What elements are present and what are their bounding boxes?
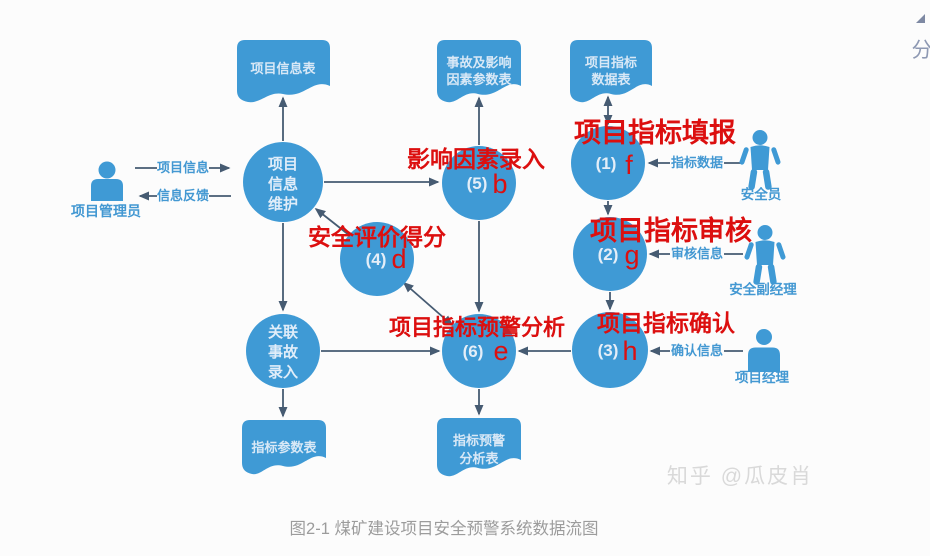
flow-label-confirm-info: 确认信息 <box>671 343 723 358</box>
process-p1-num: (1) <box>596 154 617 173</box>
store-indicator-data-label2: 数据表 <box>591 72 631 87</box>
red-annotations: 影响因素录入 项目指标填报 安全评价得分 项目指标审核 项目指标预警分析 项目指… <box>308 118 752 340</box>
actor-safety-officer-label: 安全员 <box>741 186 782 202</box>
store-accident-factors: 事故及影响 因素参数表 <box>437 40 521 102</box>
actor-project-admin-label: 项目管理员 <box>71 203 141 219</box>
corner-mark: 分 <box>912 39 930 62</box>
store-warning-analysis: 指标预警 分析表 <box>437 418 521 476</box>
store-accident-factors-label2: 因素参数表 <box>446 72 512 87</box>
safety-officer-icon <box>739 130 781 190</box>
process-p5-letter: b <box>492 169 507 199</box>
store-warning-analysis-label1: 指标预警 <box>453 433 505 448</box>
annotation-p1: 项目指标填报 <box>574 118 736 148</box>
store-indicator-params-label: 指标参数表 <box>251 440 317 455</box>
annotation-p4: 安全评价得分 <box>308 224 446 250</box>
flow-label-project-info: 项目信息 <box>157 160 209 175</box>
process-info-maintain-l2: 信息 <box>268 175 298 193</box>
corner-glyph <box>916 14 925 23</box>
annotation-p6: 项目指标预警分析 <box>389 315 565 340</box>
store-indicator-data-label1: 项目指标 <box>585 55 637 70</box>
project-manager-icon <box>756 329 772 345</box>
process-accident-entry-l3: 录入 <box>268 364 298 381</box>
store-indicator-params: 指标参数表 <box>242 420 326 474</box>
figure-caption: 图2-1 煤矿建设项目安全预警系统数据流图 <box>290 519 599 538</box>
process-p5-num: (5) <box>467 174 488 193</box>
process-accident-entry-l1: 关联 <box>268 323 299 341</box>
process-info-maintain-l3: 维护 <box>268 195 298 213</box>
actor-project-manager-label: 项目经理 <box>735 369 789 385</box>
annotation-p5: 影响因素录入 <box>407 146 545 172</box>
actor-safety-officer: 安全员 <box>739 130 781 202</box>
process-info-maintain-l1: 项目 <box>268 156 298 173</box>
actor-safety-deputy-manager-label: 安全副经理 <box>729 281 797 297</box>
project-admin-icon <box>99 162 116 179</box>
actor-project-admin: 项目管理员 <box>71 162 141 220</box>
process-p3-num: (3) <box>598 341 619 360</box>
process-p3-letter: h <box>622 336 637 366</box>
store-accident-factors-label1: 事故及影响 <box>446 55 511 70</box>
process-info-maintain: 项目 信息 维护 <box>243 142 323 222</box>
flow-label-indicator-data: 指标数据 <box>671 155 723 170</box>
process-p6-letter: e <box>493 336 508 366</box>
store-project-info-label: 项目信息表 <box>250 61 316 76</box>
flow-label-info-feedback: 信息反馈 <box>157 188 209 203</box>
process-p1-letter: f <box>625 150 633 180</box>
store-warning-analysis-label2: 分析表 <box>459 451 499 466</box>
flow-label-review-info: 审核信息 <box>671 246 723 261</box>
annotation-p3: 项目指标确认 <box>597 310 735 336</box>
store-project-info: 项目信息表 <box>237 40 330 102</box>
process-accident-entry-l2: 事故 <box>268 343 299 361</box>
actor-project-manager: 项目经理 <box>735 329 789 385</box>
process-p4-num: (4) <box>366 250 387 269</box>
store-indicator-data: 项目指标 数据表 <box>570 40 652 102</box>
annotation-p2: 项目指标审核 <box>590 215 752 246</box>
process-accident-entry: 关联 事故 录入 <box>246 314 320 388</box>
process-p6-num: (6) <box>463 342 484 361</box>
watermark: 知乎 @瓜皮肖 <box>667 465 813 488</box>
process-p2-num: (2) <box>598 245 619 264</box>
